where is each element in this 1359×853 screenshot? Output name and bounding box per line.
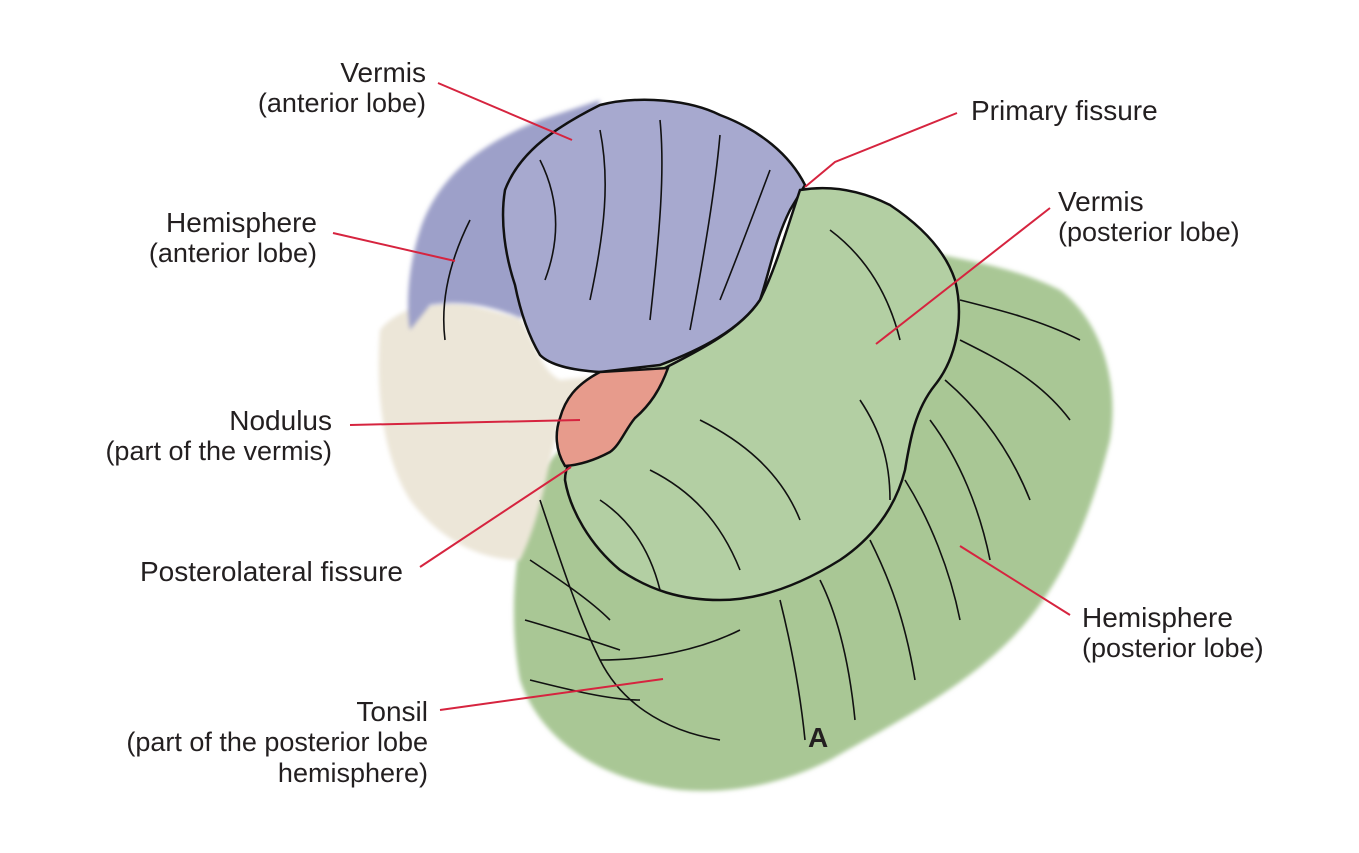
label-posterolateral-fissure: Posterolateral fissure	[140, 556, 403, 587]
label-title: Tonsil	[356, 696, 428, 727]
leader-vermis-posterior	[875, 207, 1051, 345]
label-title: Vermis	[1058, 186, 1144, 217]
panel-letter: A	[808, 722, 829, 753]
label-title: Posterolateral fissure	[139, 556, 403, 587]
leader-hemisphere-anterior	[332, 232, 456, 262]
label-subtitle: (part of the posterior lobe	[126, 727, 428, 757]
leader-vermis-anterior	[437, 82, 573, 141]
label-subtitle: (posterior lobe)	[1058, 217, 1240, 247]
leader-primary-fissure	[804, 112, 958, 188]
leader-hemisphere-posterior	[959, 545, 1071, 616]
label-title: Primary fissure	[971, 95, 1158, 126]
nodulus-region	[555, 366, 670, 468]
label-title: Nodulus	[229, 405, 332, 436]
label-hemisphere-posterior: Hemisphere (posterior lobe)	[1082, 602, 1264, 664]
label-title: Hemisphere	[1082, 602, 1233, 633]
label-vermis-posterior: Vermis (posterior lobe)	[1058, 186, 1240, 248]
folia-lines	[442, 119, 1081, 741]
label-tonsil: Tonsil (part of the posterior lobe hemis…	[126, 696, 428, 789]
label-subtitle-2: hemisphere)	[277, 758, 428, 788]
label-vermis-anterior: Vermis (anterior lobe)	[258, 57, 426, 119]
label-primary-fissure: Primary fissure	[971, 95, 1158, 126]
vermis-anterior-region	[501, 98, 807, 374]
leader-lines	[332, 82, 1071, 711]
brainstem-region	[378, 303, 600, 560]
label-nodulus: Nodulus (part of the vermis)	[105, 405, 332, 467]
label-title: Hemisphere	[166, 207, 317, 238]
label-title: Vermis	[340, 57, 426, 88]
label-subtitle: (anterior lobe)	[148, 238, 317, 268]
label-subtitle: (part of the vermis)	[105, 436, 332, 466]
leader-posterolateral-fissure	[419, 466, 572, 568]
label-subtitle: (posterior lobe)	[1082, 633, 1264, 663]
label-subtitle: (anterior lobe)	[257, 88, 426, 118]
label-hemisphere-anterior: Hemisphere (anterior lobe)	[149, 207, 317, 269]
leader-nodulus	[349, 419, 581, 426]
leader-tonsil	[439, 678, 664, 711]
